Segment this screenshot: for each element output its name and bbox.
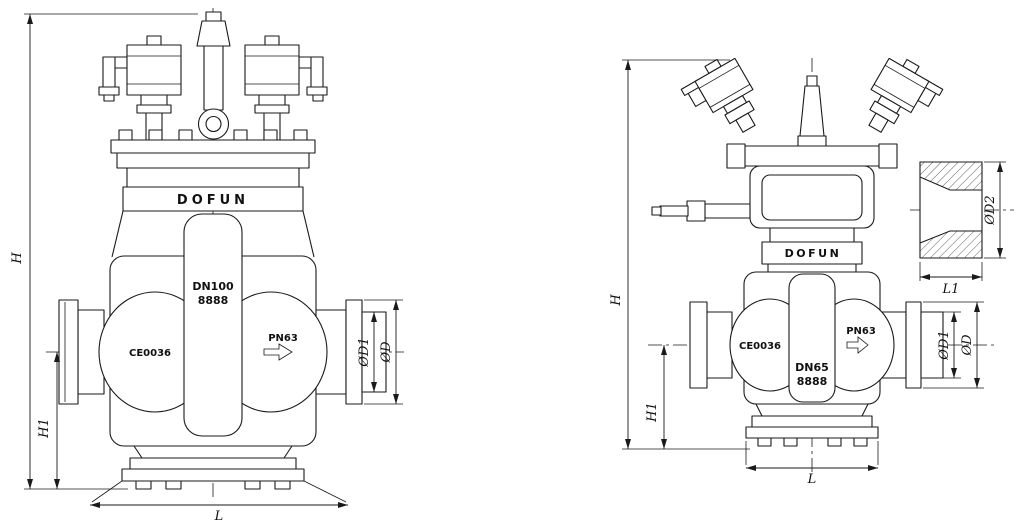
detail-dimensions: ØD2 L1 <box>919 161 1006 297</box>
solenoid-right <box>244 35 328 141</box>
pn-label: PN63 <box>268 333 298 344</box>
left-port-flange <box>58 299 79 405</box>
top-bolt <box>205 11 222 22</box>
dim-h1-label: H1 <box>37 418 52 439</box>
flow-direction-arrow-icon <box>846 336 869 354</box>
serial-label: 8888 <box>198 294 229 307</box>
left-valve-dimensions: H H1 L ØD1 ØD <box>10 13 403 524</box>
dim-h1-label: H1 <box>645 402 660 423</box>
center-column <box>183 213 243 437</box>
right-valve-dimensions: H H1 L ØD1 ØD <box>609 59 984 487</box>
ce-mark-label: CE0036 <box>129 348 171 359</box>
bottom-flange <box>745 403 879 447</box>
right-valve-side-view: DOFUN CE0036 DN65 8888 PN63 H H1 L ØD1 Ø… <box>609 57 996 487</box>
side-fitting <box>703 203 751 219</box>
right-pipe-end <box>920 311 944 379</box>
valve-body <box>58 213 387 447</box>
dn-label: DN100 <box>192 280 234 293</box>
socket-wall-top <box>919 161 983 191</box>
pilot-nozzle-nut <box>797 135 827 148</box>
dim-d1-label: ØD1 <box>937 330 952 360</box>
pilot-assembly <box>651 143 898 265</box>
dim-l-label: L <box>214 509 224 524</box>
ce-mark-label: CE0036 <box>739 341 781 352</box>
dim-d2-label: ØD2 <box>983 195 998 225</box>
brand-label: DOFUN <box>177 193 249 208</box>
pilot-nozzle <box>799 85 825 137</box>
left-port-flange <box>689 301 708 389</box>
dim-l-label: L <box>807 472 817 487</box>
bonnet-flange <box>110 129 316 258</box>
center-column <box>788 273 836 403</box>
bottom-flange <box>121 445 305 490</box>
left-valve-front-view: DOFUN DN100 8888 CE0036 PN63 H H1 L ØD1 … <box>10 8 404 524</box>
left-port-stub <box>705 311 733 379</box>
pn-label: PN63 <box>846 326 876 337</box>
dim-d1-label: ØD1 <box>357 337 372 367</box>
socket-wall-bottom <box>919 230 983 259</box>
socket-detail-section: ØD2 L1 <box>910 161 1014 297</box>
right-port-flange <box>905 301 922 389</box>
dim-h-label: H <box>10 252 25 265</box>
dim-d-label: ØD <box>960 334 975 357</box>
brand-band <box>122 186 304 212</box>
spindle <box>203 45 224 111</box>
dn-label: DN65 <box>795 361 829 374</box>
brand-label: DOFUN <box>785 247 842 260</box>
dim-h-label: H <box>609 294 624 307</box>
lifting-eye-hole <box>205 115 222 133</box>
dim-l1-label: L1 <box>942 282 960 297</box>
solenoid-left <box>98 35 182 141</box>
flow-direction-arrow-icon <box>263 343 293 361</box>
top-bracket <box>196 20 231 47</box>
serial-label: 8888 <box>797 375 828 388</box>
solenoid-right-angled <box>868 57 944 133</box>
solenoid-left-angled <box>680 57 756 133</box>
pilot-stem-tip <box>806 75 818 87</box>
valve-body <box>689 263 944 405</box>
dim-d-label: ØD <box>379 341 394 364</box>
